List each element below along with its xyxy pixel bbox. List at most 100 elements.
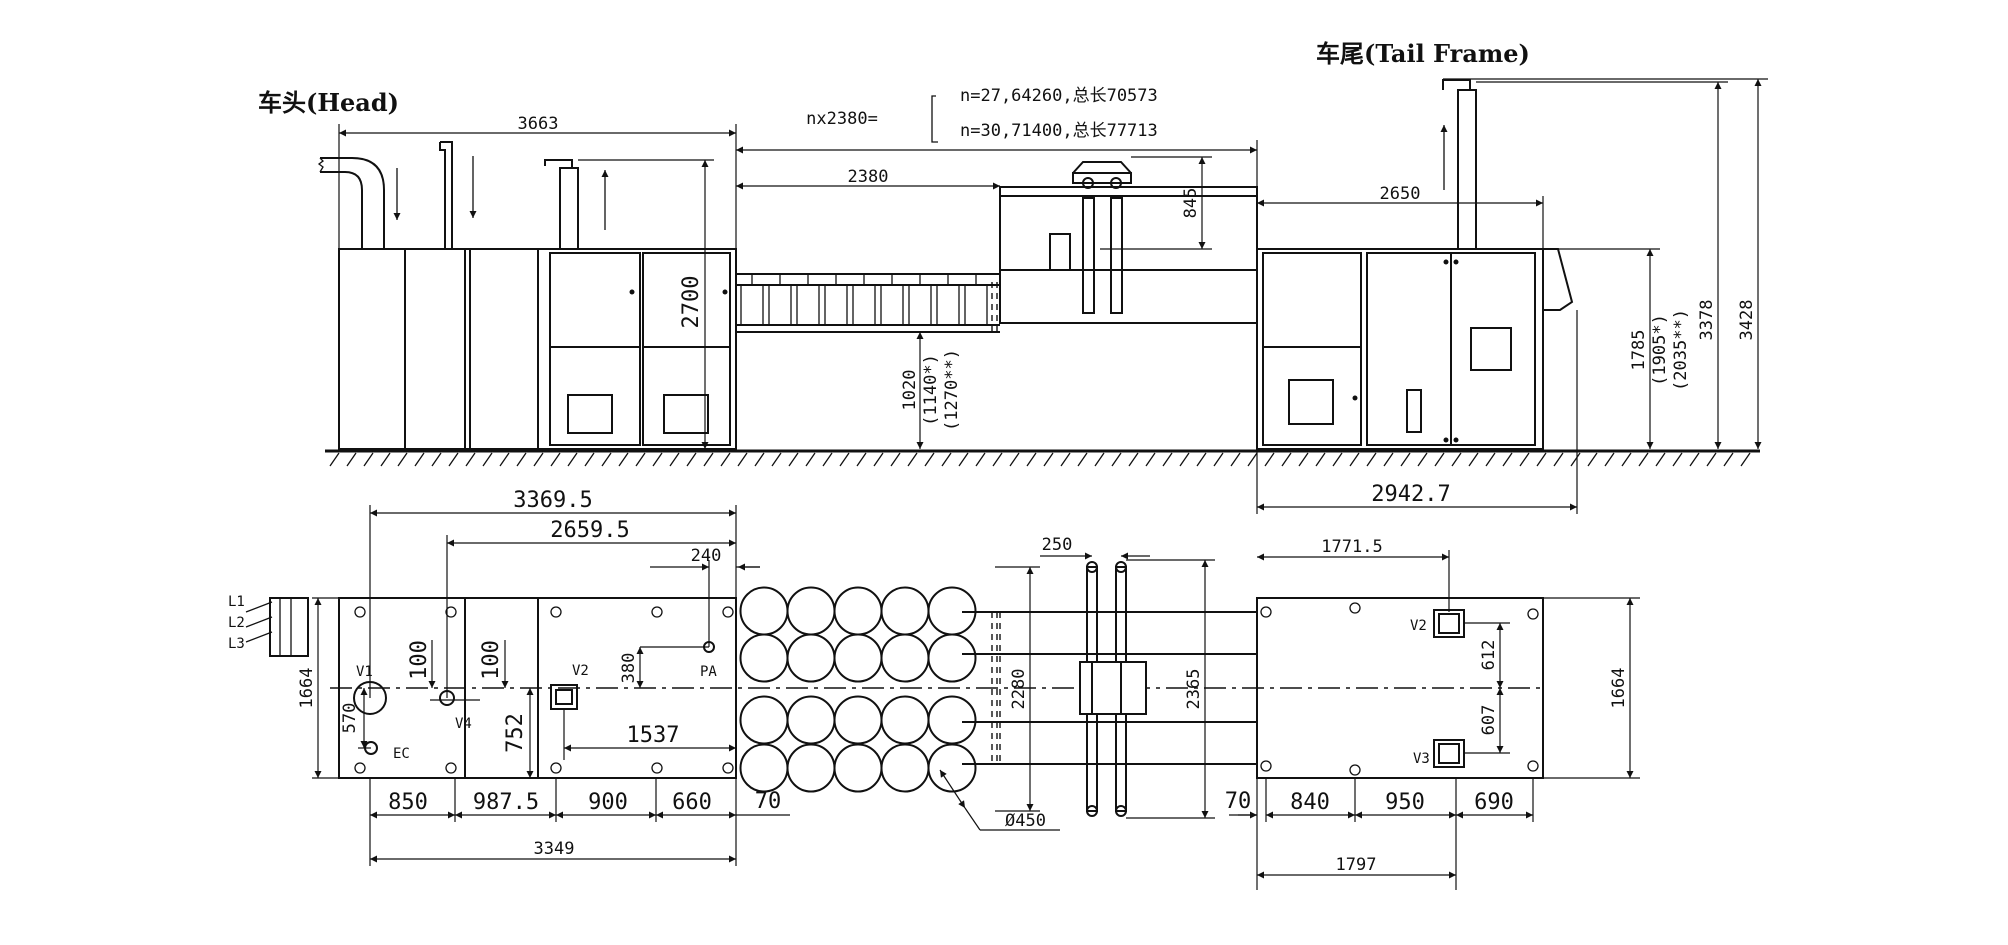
dim-100-b: 100 — [479, 640, 504, 680]
dim-1797: 1797 — [1336, 855, 1377, 875]
can-circle — [739, 633, 789, 683]
bolt-hole — [651, 606, 663, 618]
hatch-stroke — [1128, 452, 1139, 467]
hatch-stroke — [873, 452, 884, 467]
bolt-hole — [651, 762, 663, 774]
dim-70-left: 70 — [755, 789, 782, 814]
can-circle — [833, 586, 883, 636]
dim-1771: 1771.5 — [1321, 537, 1382, 557]
label-l1: L1 — [228, 594, 245, 610]
hatch-stroke — [1077, 452, 1088, 467]
bolt-hole — [1527, 608, 1539, 620]
hatch-stroke — [1638, 452, 1649, 467]
dim-height-head: 2700 — [679, 276, 704, 329]
hatch-stroke — [550, 452, 561, 467]
hatch-stroke — [686, 452, 697, 467]
dim-612: 612 — [1479, 640, 1499, 671]
can-side — [964, 284, 988, 326]
hatch-stroke — [890, 452, 901, 467]
hatch-stroke — [1434, 452, 1445, 467]
hatch-stroke — [397, 452, 408, 467]
can-circle — [786, 743, 836, 793]
hatch-stroke — [1366, 452, 1377, 467]
hatch-stroke — [533, 452, 544, 467]
dim-570: 570 — [340, 703, 360, 734]
hatch-stroke — [822, 452, 833, 467]
hatch-stroke — [1332, 452, 1343, 467]
dim-1905: (1905*) — [1650, 314, 1670, 386]
hatch-stroke — [499, 452, 510, 467]
can-circle — [786, 586, 836, 636]
can-side — [908, 284, 932, 326]
dim-3378: 3378 — [1697, 300, 1717, 341]
ground-hatch — [329, 452, 1751, 467]
label-v2-tail: V2 — [1410, 618, 1427, 634]
can-side — [796, 284, 820, 326]
bolt-hole — [1260, 760, 1272, 772]
dim-100-a: 100 — [407, 640, 432, 680]
middle-frame — [999, 161, 1258, 324]
hatch-stroke — [1740, 452, 1751, 467]
dim-3369: 3369.5 — [513, 488, 592, 513]
dim-3349: 3349 — [534, 839, 575, 859]
hatch-stroke — [1451, 452, 1462, 467]
dim-70-right: 70 — [1225, 789, 1252, 814]
can-circle — [833, 695, 883, 745]
can-side — [880, 284, 904, 326]
hatch-stroke — [465, 452, 476, 467]
hatch-stroke — [601, 452, 612, 467]
label-ec: EC — [393, 746, 410, 762]
hatch-stroke — [1570, 452, 1581, 467]
hatch-stroke — [1519, 452, 1530, 467]
dim-690: 690 — [1474, 790, 1514, 815]
middle-frame-plan — [1079, 561, 1147, 817]
hatch-stroke — [1689, 452, 1700, 467]
dim-900: 900 — [588, 790, 628, 815]
hatch-stroke — [856, 452, 867, 467]
hatch-stroke — [1026, 452, 1037, 467]
hatch-stroke — [1468, 452, 1479, 467]
hatch-stroke — [703, 452, 714, 467]
can-side — [824, 284, 848, 326]
hatch-stroke — [1247, 452, 1258, 467]
bolt-hole — [1260, 606, 1272, 618]
conveyor — [736, 273, 1000, 335]
dim-head-length: 3663 — [518, 114, 559, 134]
bolt-hole — [1349, 764, 1361, 776]
hatch-stroke — [958, 452, 969, 467]
elevation-dimensions: 3663 nx2380= n=27,64260,总长70573 n=30,714… — [338, 78, 1768, 514]
hatch-stroke — [1111, 452, 1122, 467]
hatch-stroke — [1672, 452, 1683, 467]
hatch-stroke — [924, 452, 935, 467]
hatch-stroke — [1281, 452, 1292, 467]
formula-option-1: n=27,64260,总长70573 — [960, 86, 1158, 106]
can-circle — [880, 695, 930, 745]
hatch-stroke — [363, 452, 374, 467]
tail-title: 车尾(Tail Frame) — [1316, 39, 1530, 68]
hatch-stroke — [1145, 452, 1156, 467]
can-side — [936, 284, 960, 326]
can-circle — [833, 743, 883, 793]
hatch-stroke — [1655, 452, 1666, 467]
plan-view: L1 L2 L3 V1 EC V4 V2 PA — [228, 488, 1640, 890]
dim-2365: 2365 — [1184, 669, 1204, 710]
hatch-stroke — [584, 452, 595, 467]
dim-845: 845 — [1181, 188, 1201, 219]
dim-1785: 1785 — [1629, 330, 1649, 371]
dim-1537: 1537 — [627, 723, 680, 748]
dim-1664-right: 1664 — [1609, 668, 1629, 709]
dim-1270: (1270**) — [942, 349, 962, 431]
bolt-hole — [550, 606, 562, 618]
label-v4: V4 — [455, 716, 472, 732]
can-side — [768, 284, 792, 326]
dim-250: 250 — [1042, 535, 1073, 555]
bolt-hole — [1527, 760, 1539, 772]
hatch-stroke — [1213, 452, 1224, 467]
dim-tail-length: 2650 — [1380, 184, 1421, 204]
hatch-stroke — [1723, 452, 1734, 467]
label-l2: L2 — [228, 615, 245, 631]
conveyor-plan — [739, 586, 1257, 793]
hatch-stroke — [1417, 452, 1428, 467]
dim-3428: 3428 — [1737, 300, 1757, 341]
